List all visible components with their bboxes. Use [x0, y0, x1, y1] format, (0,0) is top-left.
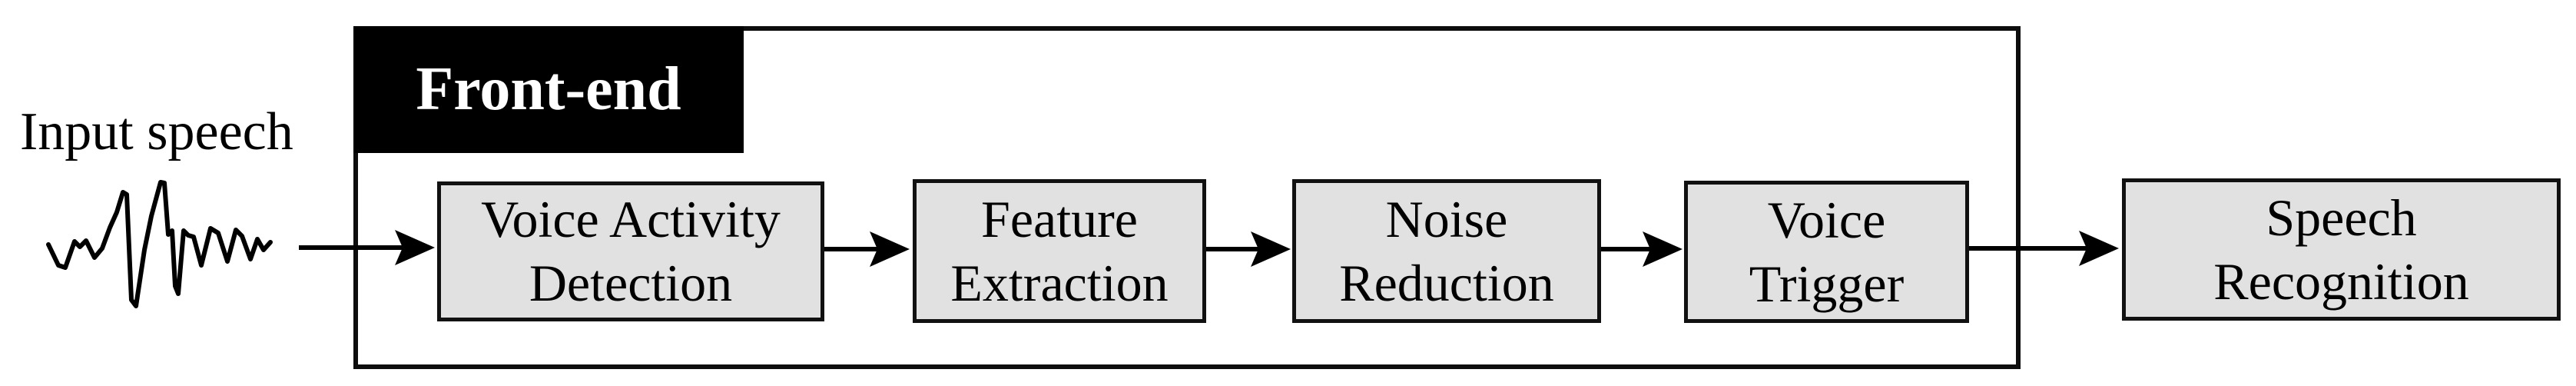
block-label-line: Voice	[1767, 190, 1886, 249]
block-voice-trigger: Voice Trigger	[1684, 181, 1969, 323]
arrow-trigger-to-speech	[1969, 231, 2119, 266]
input-speech-label: Input speech	[20, 102, 293, 161]
arrowhead-icon	[1643, 231, 1683, 267]
block-noise-reduction: Noise Reduction	[1292, 179, 1601, 323]
frontend-label-text: Front-end	[416, 55, 681, 123]
waveform-icon	[46, 180, 273, 308]
arrow-feature-to-noise	[1206, 231, 1291, 267]
frontend-label: Front-end	[353, 26, 744, 153]
arrowhead-icon	[395, 230, 435, 265]
arrow-noise-to-trigger	[1601, 231, 1683, 267]
block-label-line: Trigger	[1749, 254, 1905, 313]
arrowhead-icon	[2079, 231, 2119, 266]
block-feature-extraction: Feature Extraction	[913, 179, 1206, 323]
block-voice-activity-detection: Voice Activity Detection	[437, 181, 824, 321]
block-label-line: Noise	[1385, 189, 1508, 248]
arrow-vad-to-feature	[824, 231, 910, 267]
arrowhead-icon	[870, 231, 910, 267]
block-label-line: Feature	[981, 189, 1138, 248]
block-label-line: Voice Activity	[481, 190, 781, 248]
block-label-line: Detection	[529, 254, 733, 312]
block-label-line: Reduction	[1339, 253, 1554, 312]
block-label-line: Recognition	[2213, 251, 2469, 311]
arrowhead-icon	[1251, 231, 1291, 267]
arrow-input-to-vad	[299, 230, 435, 265]
block-label-line: Extraction	[950, 253, 1169, 312]
block-speech-recognition: Speech Recognition	[2122, 178, 2561, 321]
frontend-container-box	[353, 26, 2021, 369]
block-label-line: Speech	[2266, 188, 2417, 247]
